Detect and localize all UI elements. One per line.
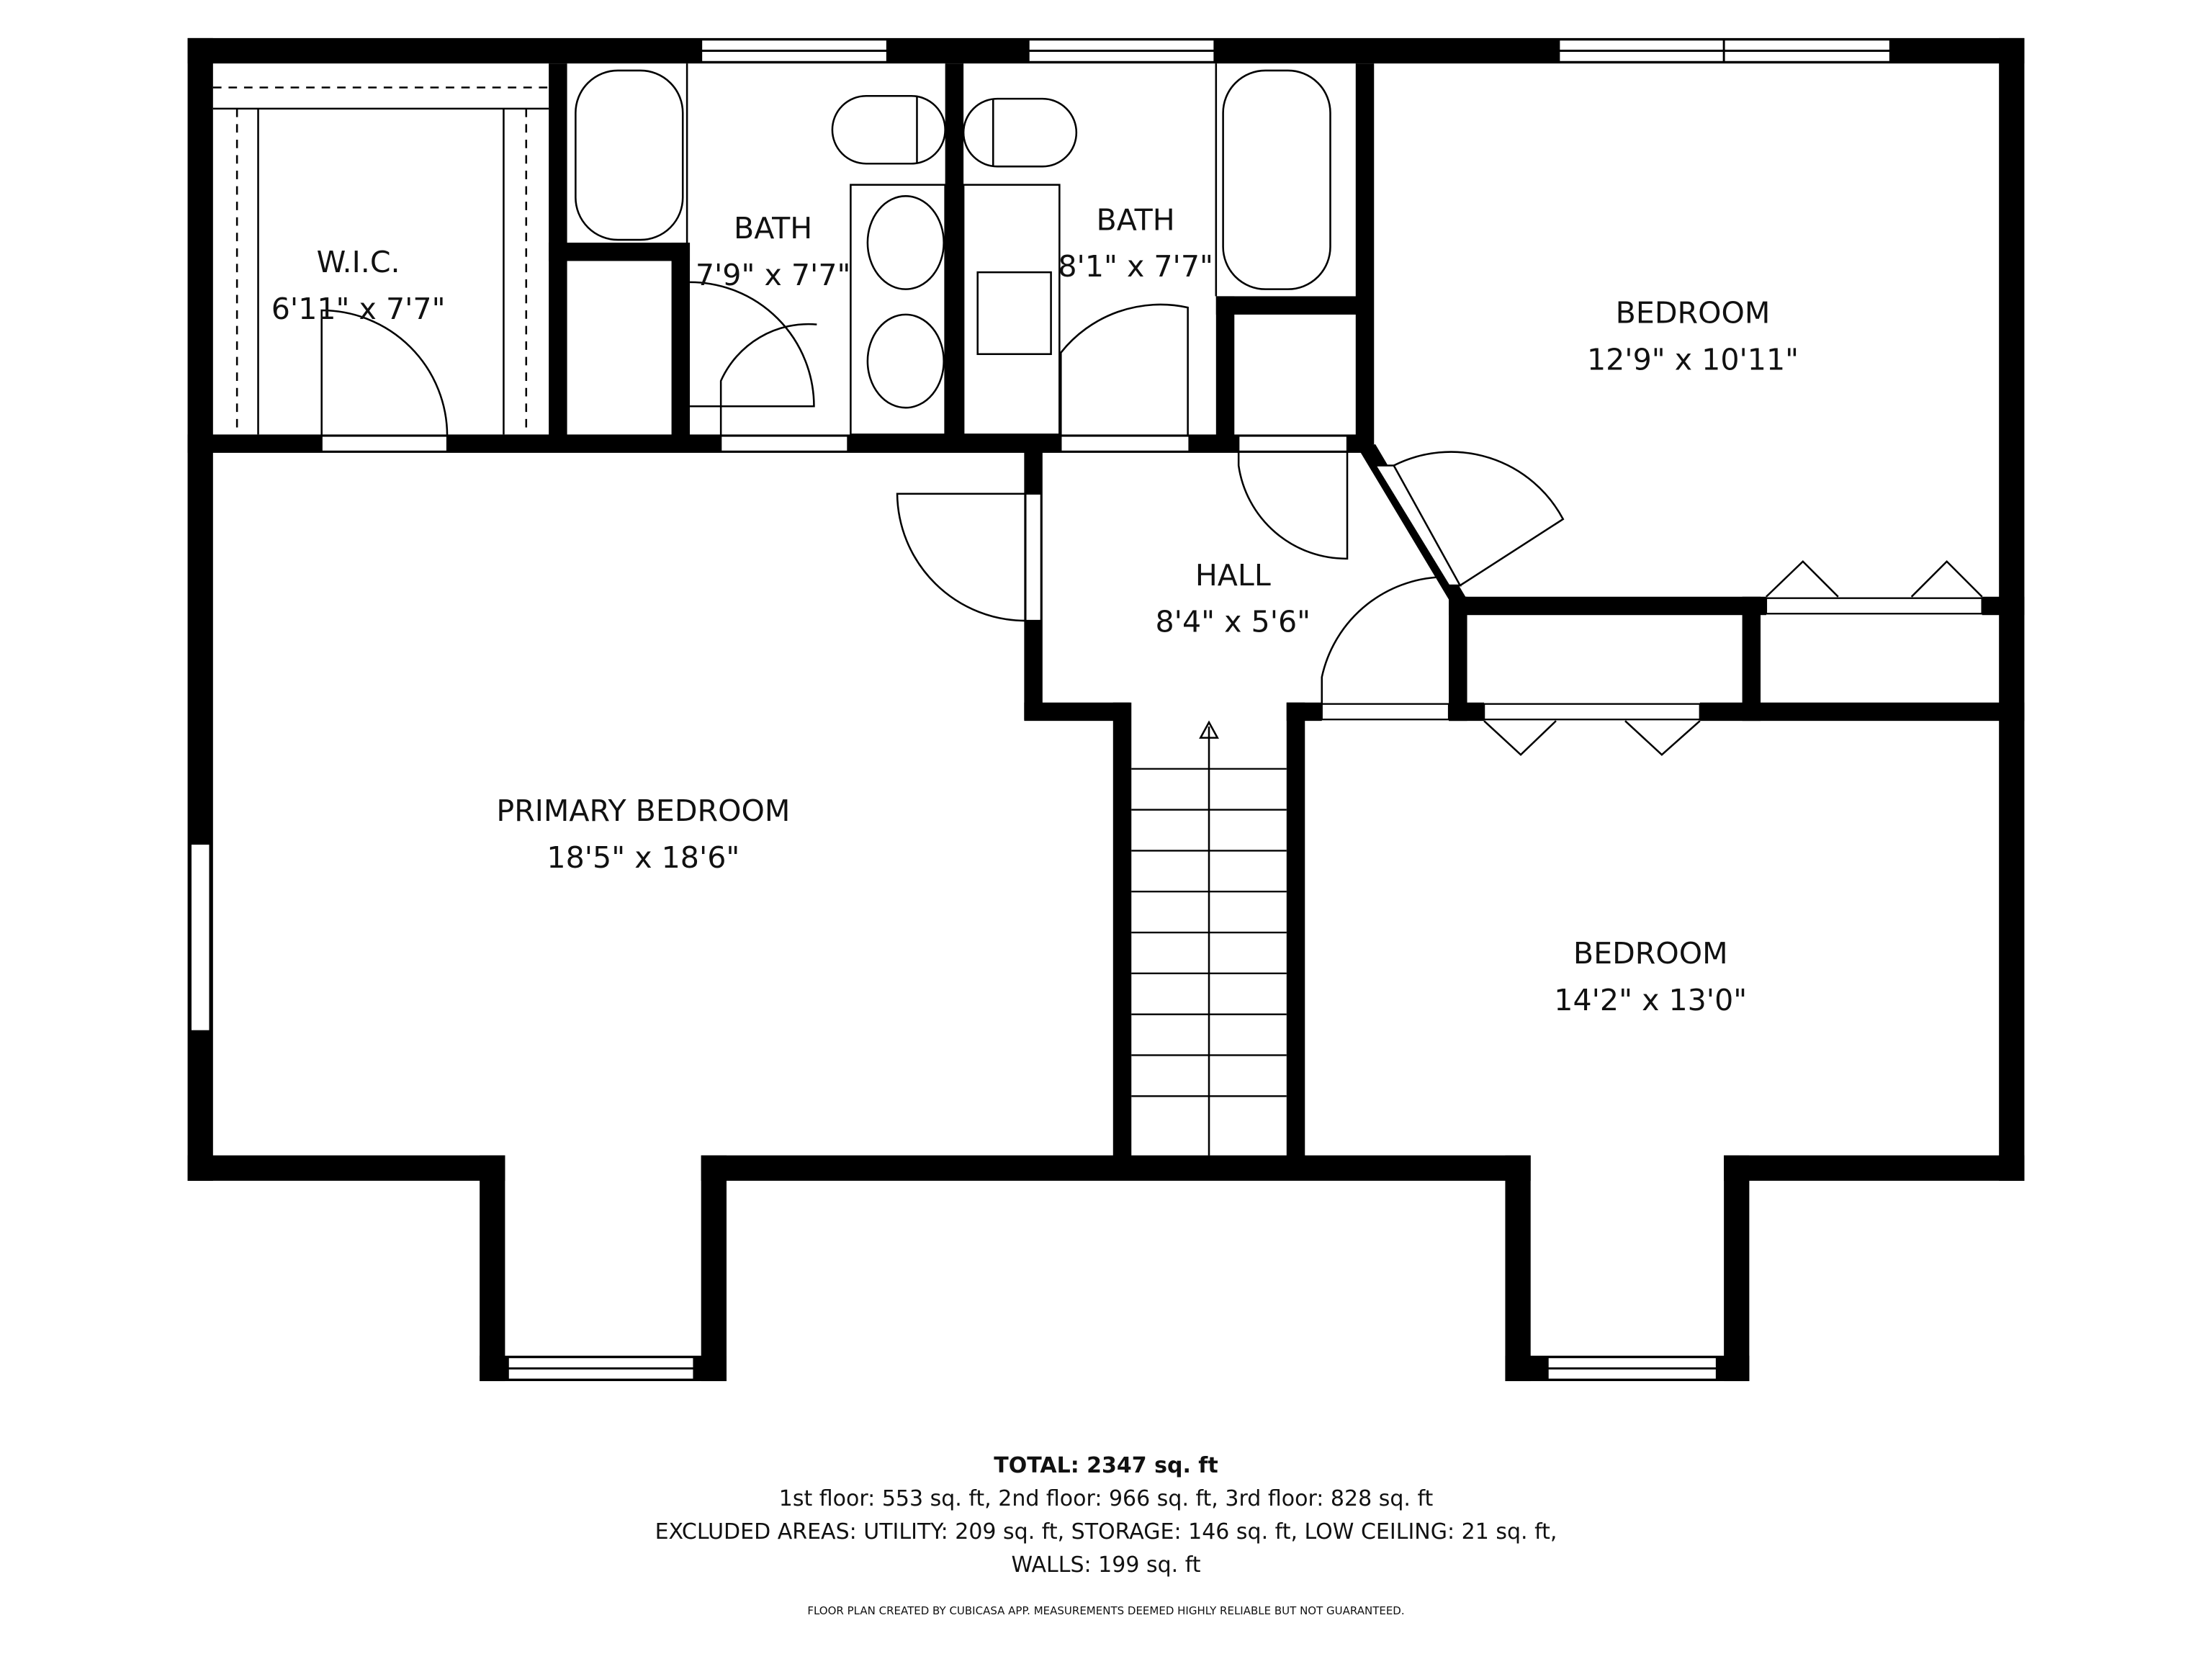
- room-labels: W.I.C. 6'11" x 7'7" BATH 7'9" x 7'7" BAT…: [271, 202, 1799, 1017]
- stair-treads: [1131, 768, 1287, 1097]
- total-area: TOTAL: 2347 sq. ft: [994, 1453, 1218, 1478]
- walls: [187, 37, 2025, 1382]
- floor-areas: 1st floor: 553 sq. ft, 2nd floor: 966 sq…: [778, 1486, 1434, 1511]
- windows: [189, 38, 1892, 1381]
- room-name: BATH: [1097, 202, 1175, 237]
- room-name: PRIMARY BEDROOM: [496, 793, 790, 828]
- room-dims: 7'9" x 7'7": [696, 258, 851, 292]
- room-dims: 18'5" x 18'6": [547, 840, 739, 875]
- room-dims: 8'4" x 5'6": [1156, 605, 1311, 639]
- room-dims: 6'11" x 7'7": [271, 292, 446, 326]
- room-name: W.I.C.: [317, 245, 400, 279]
- door-openings: [320, 435, 1983, 721]
- walls-area: WALLS: 199 sq. ft: [1011, 1552, 1201, 1578]
- excluded-areas: EXCLUDED AREAS: UTILITY: 209 sq. ft, STO…: [655, 1519, 1557, 1545]
- room-dims: 12'9" x 10'11": [1587, 342, 1799, 377]
- fixtures: [212, 63, 1983, 1156]
- room-name: HALL: [1195, 558, 1271, 593]
- room-name: BATH: [734, 211, 812, 246]
- room-name: BEDROOM: [1573, 936, 1728, 971]
- room-dims: 14'2" x 13'0": [1554, 983, 1747, 1017]
- room-dims: 8'1" x 7'7": [1058, 249, 1213, 284]
- room-name: BEDROOM: [1616, 296, 1771, 331]
- credit-note: FLOOR PLAN CREATED BY CUBICASA APP. MEAS…: [807, 1604, 1405, 1617]
